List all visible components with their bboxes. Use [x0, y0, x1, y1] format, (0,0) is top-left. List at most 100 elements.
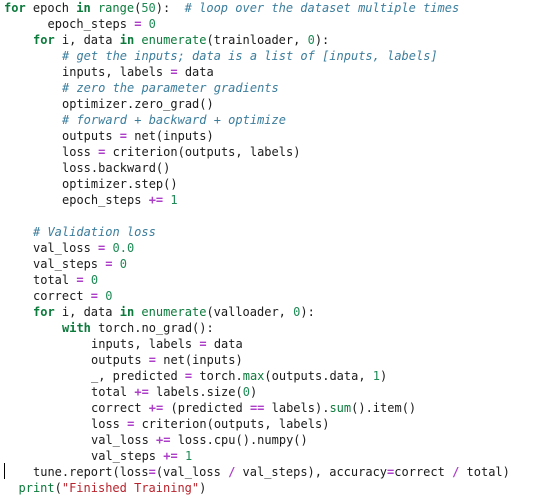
code-token: = [148, 353, 157, 367]
code-line: correct += (predicted == labels).sum().i… [91, 400, 416, 416]
code-token: 0 [148, 17, 156, 31]
code-token: sum [329, 401, 352, 415]
code-token: epoch [25, 1, 77, 15]
code-token: = [105, 257, 113, 271]
code-token: data [206, 337, 243, 351]
code-line: loss = criterion(outputs, labels) [62, 144, 300, 160]
code-token: torch.no_grad(): [90, 321, 214, 335]
code-token: "Finished Training" [61, 481, 200, 495]
code-token: = [127, 417, 135, 431]
code-token: val_loss [91, 433, 157, 447]
code-token: = [98, 241, 106, 255]
code-token: # get the inputs; data is a list of [inp… [62, 49, 438, 63]
code-token: ): [155, 1, 185, 15]
code-token: enumerate [141, 33, 207, 47]
code-line: inputs, labels = data [62, 64, 214, 80]
code-token: val_steps [33, 257, 106, 271]
code-token: 1 [170, 193, 178, 207]
code-line: # zero the parameter gradients [62, 80, 279, 96]
code-line: tune.report(loss=(val_loss / val_steps),… [33, 464, 510, 480]
code-token: in [119, 305, 135, 319]
code-token: ) [380, 369, 388, 383]
code-token [141, 17, 148, 31]
code-token [84, 273, 91, 287]
code-token: val_steps [91, 449, 164, 463]
code-token: = [184, 369, 193, 383]
code-token: += [156, 433, 171, 447]
code-token [178, 449, 185, 463]
code-token: loss.backward() [62, 161, 171, 175]
code-token: for [33, 33, 55, 47]
code-token: += [134, 385, 149, 399]
code-token: labels). [264, 401, 330, 415]
code-token: = [199, 337, 207, 351]
code-token: outputs [91, 353, 149, 367]
code-line: val_steps += 1 [91, 448, 192, 464]
code-token: ( [54, 481, 62, 495]
code-token: print [18, 481, 55, 495]
code-token: criterion(outputs, labels) [134, 417, 330, 431]
code-line: print("Finished Training") [19, 480, 207, 496]
code-token: (trainloader, [206, 33, 308, 47]
code-token: 0 [293, 305, 301, 319]
code-line: # Validation loss [33, 224, 156, 240]
code-line: val_steps = 0 [33, 256, 127, 272]
code-token: i, data [54, 305, 120, 319]
code-token: 0 [90, 273, 99, 287]
code-token: ( [134, 1, 142, 15]
code-token: loss.cpu().numpy() [170, 433, 308, 447]
code-line: inputs, labels = data [91, 336, 243, 352]
code-token: for [4, 1, 26, 15]
code-token: 0.0 [112, 241, 135, 255]
code-token [91, 1, 98, 15]
code-line: # get the inputs; data is a list of [inp… [62, 48, 438, 64]
code-token: = [148, 465, 156, 479]
code-token: / [228, 465, 236, 479]
code-token: # Validation loss [33, 225, 156, 239]
code-line: # forward + backward + optimize [62, 112, 286, 128]
code-line: outputs = net(inputs) [91, 352, 243, 368]
code-token: loss [91, 417, 128, 431]
code-token: val_loss [33, 241, 99, 255]
code-token: loss [62, 145, 99, 159]
code-line: val_loss = 0.0 [33, 240, 134, 256]
code-token: = [76, 273, 84, 287]
code-token [112, 257, 119, 271]
code-line: optimizer.zero_grad() [62, 96, 214, 112]
code-line: for epoch in range(50): # loop over the … [4, 0, 459, 16]
code-line: epoch_steps = 0 [48, 16, 156, 32]
code-token: 0 [307, 33, 315, 47]
code-token: val_steps), accuracy [235, 465, 388, 479]
code-token: = [119, 129, 128, 143]
code-token: += [148, 193, 164, 207]
code-line: with torch.no_grad(): [62, 320, 214, 336]
code-token: 0 [242, 385, 250, 399]
code-token: ) [199, 481, 207, 495]
code-token: (predicted [163, 401, 250, 415]
code-token: = [170, 65, 178, 79]
code-token: i, data [54, 33, 120, 47]
code-token: criterion(outputs, labels) [105, 145, 301, 159]
code-token: 1 [372, 369, 381, 383]
code-token: inputs, labels [62, 65, 171, 79]
code-line: total += labels.size(0) [91, 384, 257, 400]
code-token: enumerate [141, 305, 207, 319]
code-line: correct = 0 [33, 288, 113, 304]
code-token [105, 241, 112, 255]
code-token: in [76, 1, 91, 15]
code-token: 1 [184, 449, 193, 463]
code-token: range [97, 1, 135, 15]
code-token: # zero the parameter gradients [62, 81, 279, 95]
code-token: ): [314, 33, 330, 47]
code-line: loss.backward() [62, 160, 170, 176]
code-line: total = 0 [33, 272, 98, 288]
code-token: += [148, 401, 164, 415]
code-token: epoch_steps [47, 17, 135, 31]
code-token: total) [459, 465, 510, 479]
code-token: (valloader, [206, 305, 294, 319]
code-token: 0 [105, 289, 113, 303]
code-token: # forward + backward + optimize [62, 113, 286, 127]
code-line: val_loss += loss.cpu().numpy() [91, 432, 308, 448]
code-token: tune.report(loss [33, 465, 149, 479]
